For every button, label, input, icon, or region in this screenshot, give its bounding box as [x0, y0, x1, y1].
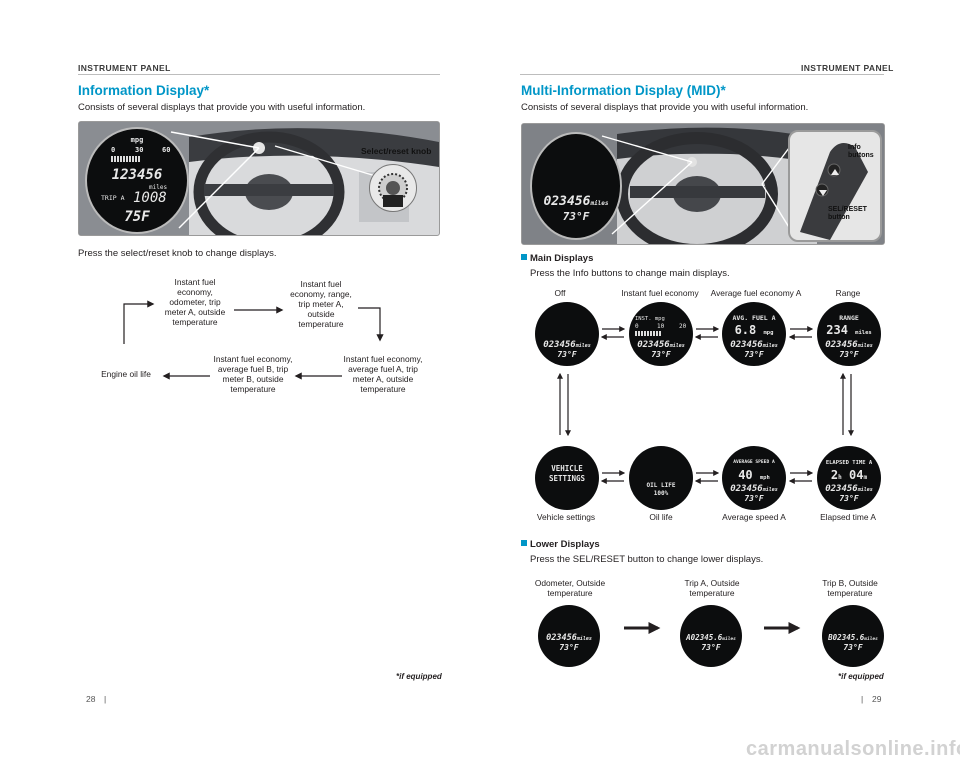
odometer-value: 123456: [111, 167, 163, 183]
trip-value: 1008: [133, 190, 167, 206]
trip-label: TRIP A: [101, 194, 125, 202]
info-button-down[interactable]: [818, 185, 828, 203]
fuel-bar-graph: [111, 156, 141, 162]
lower-display-odometer: 023456miles 73°F: [538, 605, 600, 667]
scale-0: 0: [111, 146, 116, 154]
left-header-rule: [78, 74, 440, 75]
display-elapsed-time: ELAPSED TIME A 2h 04m 023456miles 73°F: [817, 446, 881, 510]
information-display-title: Information Display*: [78, 83, 210, 98]
label-oil-life: Oil life: [649, 512, 673, 522]
lower-display-arrows: [624, 622, 801, 634]
select-reset-knob-label: Select/reset knob: [361, 146, 432, 156]
label-trip-a-temp: Trip A, Outside temperature: [684, 578, 740, 598]
flow-box-4: Instant fuel economy, average fuel B, tr…: [213, 354, 293, 394]
watermark-text: carmanualsonline.info: [746, 738, 960, 760]
lower-displays-instruction: Press the SEL/RESET button to change low…: [530, 554, 764, 565]
left-running-header: INSTRUMENT PANEL: [78, 63, 171, 73]
lower-display-trip-b: B02345.6miles 73°F: [822, 605, 884, 667]
right-running-header: INSTRUMENT PANEL: [801, 63, 894, 73]
instrument-panel-photo: mpg 0 30 60 123456 miles TRIP A 1008 75F…: [78, 121, 440, 236]
left-flow-arrows: [123, 300, 384, 380]
information-display-subtitle: Consists of several displays that provid…: [78, 102, 366, 113]
display-average-speed: AVERAGE SPEED A 40 mph 023456miles 73°F: [722, 446, 786, 510]
main-displays-instruction: Press the Info buttons to change main di…: [530, 268, 730, 279]
flow-box-3: Instant fuel economy, average fuel A, tr…: [343, 354, 423, 394]
label-elapsed-time: Elapsed time A: [820, 512, 876, 522]
info-buttons-label: Info buttons: [848, 144, 874, 159]
trip-display-inset: mpg 0 30 60 123456 miles TRIP A 1008 75F: [85, 127, 189, 234]
select-reset-knob[interactable]: [369, 164, 417, 212]
left-instruction: Press the select/reset knob to change di…: [78, 248, 277, 259]
right-footnote: *if equipped: [838, 672, 884, 681]
sel-reset-button-label: SEL/RESET button: [828, 206, 867, 221]
square-bullet-icon: [521, 254, 527, 260]
left-page-separator: |: [104, 694, 107, 704]
lower-displays-heading: Lower Displays: [521, 539, 600, 550]
right-header-rule: [520, 74, 884, 75]
info-button-up[interactable]: [830, 164, 840, 182]
label-odometer-temp: Odometer, Outside temperature: [534, 578, 606, 598]
mid-panel-photo: 023456miles 73°F Info buttons SEL/RESET …: [521, 123, 885, 245]
display-oil-life: OIL LIFE 100%: [629, 446, 693, 510]
label-average-fuel: Average fuel economy A: [710, 288, 802, 298]
display-range: RANGE 234 miles 023456miles 73°F: [817, 302, 881, 366]
label-average-speed: Average speed A: [722, 512, 786, 522]
display-instant-fuel: INST. mpg 0 10 20 023456miles 73°F: [629, 302, 693, 366]
left-footnote: *if equipped: [396, 672, 442, 681]
left-page-number: 28: [86, 694, 96, 704]
display-vehicle-settings: VEHICLE SETTINGS: [535, 446, 599, 510]
flow-box-2: Instant fuel economy, range, trip meter …: [290, 279, 352, 329]
mid-subtitle: Consists of several displays that provid…: [521, 102, 809, 113]
triangle-down-icon: [819, 190, 827, 196]
mid-odometer: 023456: [543, 194, 591, 209]
knob-icon: [378, 173, 408, 207]
label-vehicle-settings: Vehicle settings: [536, 512, 596, 522]
display-off: 023456miles 73°F: [535, 302, 599, 366]
mpg-unit: mpg: [130, 136, 144, 144]
mid-display-inset: 023456miles 73°F: [530, 132, 622, 240]
instant-fuel-bar: [635, 331, 661, 336]
right-page-number: 29: [872, 694, 882, 704]
odometer-unit: miles: [149, 184, 168, 191]
mid-title: Multi-Information Display (MID)*: [521, 83, 726, 98]
square-bullet-icon: [521, 540, 527, 546]
right-page-separator: |: [861, 694, 864, 704]
triangle-up-icon: [831, 169, 839, 175]
label-off: Off: [554, 288, 566, 298]
flow-box-1: Instant fuel economy, odometer, trip met…: [164, 277, 226, 327]
label-trip-b-temp: Trip B, Outside temperature: [822, 578, 878, 598]
scale-30: 30: [135, 146, 144, 154]
temperature-value: 75F: [124, 209, 150, 225]
flow-box-5: Engine oil life: [101, 369, 151, 379]
scale-60: 60: [162, 146, 171, 154]
label-range: Range: [835, 288, 861, 298]
steering-buttons-inset: Info buttons SEL/RESET button: [788, 130, 882, 242]
main-display-arrows: [557, 326, 854, 484]
main-displays-heading: Main Displays: [521, 253, 593, 264]
mid-temperature: 73°F: [562, 210, 590, 223]
mid-odometer-unit: miles: [590, 200, 609, 207]
lower-display-trip-a: A02345.6miles 73°F: [680, 605, 742, 667]
label-instant-fuel: Instant fuel economy: [621, 288, 699, 298]
display-average-fuel: AVG. FUEL A 6.8 mpg 023456miles 73°F: [722, 302, 786, 366]
